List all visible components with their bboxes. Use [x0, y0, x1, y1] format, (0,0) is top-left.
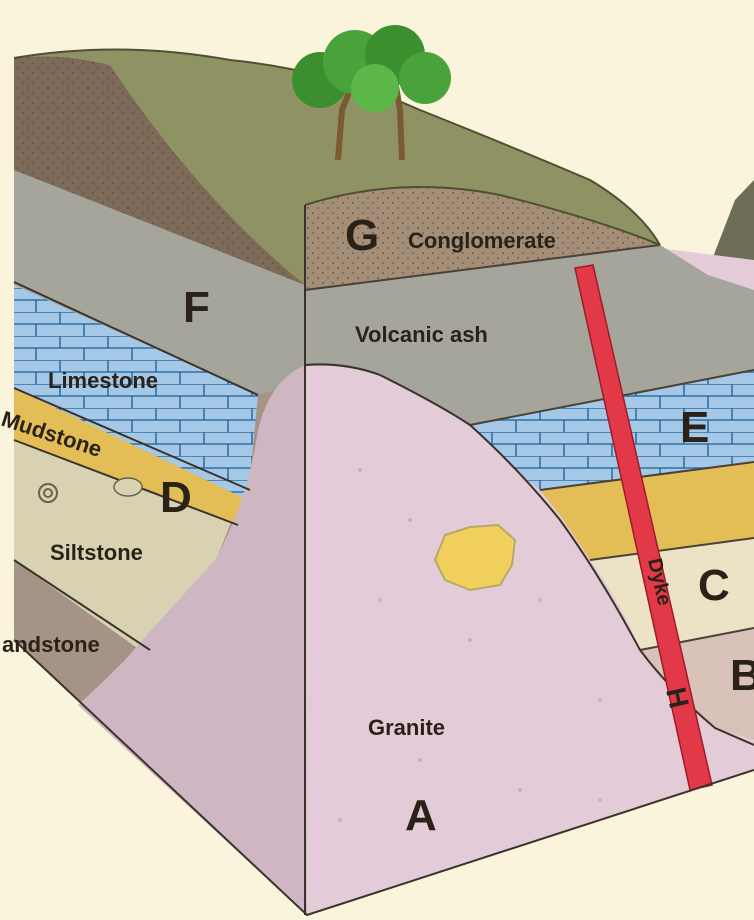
- label-sandstone: andstone: [2, 632, 100, 657]
- mudstone-pebble: [114, 478, 142, 496]
- letter-A: A: [405, 791, 437, 840]
- letter-D: D: [160, 473, 192, 522]
- letter-E: E: [680, 403, 709, 452]
- letter-F: F: [183, 283, 210, 332]
- letter-C: C: [698, 561, 730, 610]
- letter-G: G: [345, 211, 379, 260]
- label-limestone: Limestone: [48, 368, 158, 393]
- label-volcanic-ash: Volcanic ash: [355, 322, 488, 347]
- label-siltstone: Siltstone: [50, 540, 143, 565]
- letter-B: B: [730, 651, 754, 700]
- label-granite: Granite: [368, 715, 445, 740]
- label-conglomerate: Conglomerate: [408, 228, 556, 253]
- granite-inclusion: [435, 525, 515, 590]
- front-face: [305, 187, 754, 915]
